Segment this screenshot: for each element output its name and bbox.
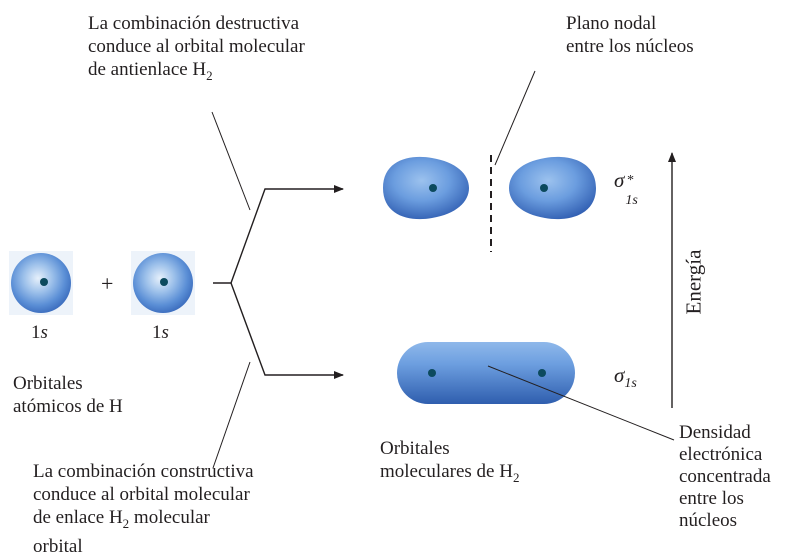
nodal-line-2: entre los núcleos (566, 35, 694, 58)
nodal-line-1: Plano nodal (566, 12, 694, 35)
destructive-line-1: La combinación destructiva (88, 12, 305, 35)
constructive-line-3: de enlace H2 molecular (33, 506, 254, 535)
atomic-line-1: Orbitales (13, 372, 123, 395)
atomic-line-2: atómicos de H (13, 395, 123, 418)
density-line-4: entre los (679, 488, 771, 510)
density-line-2: electrónica (679, 444, 771, 466)
nucleus-icon (538, 369, 546, 377)
energy-axis-label: Energía (682, 250, 707, 315)
leader-lines (212, 71, 674, 468)
nucleus-icon (40, 278, 48, 286)
electron-density-label: Densidad electrónica concentrada entre l… (679, 422, 771, 532)
nucleus-icon (540, 184, 548, 192)
destructive-line-3: de antienlace H2 (88, 58, 305, 87)
destructive-combination-label: La combinación destructiva conduce al or… (88, 12, 305, 87)
nucleus-icon (428, 369, 436, 377)
destructive-line-2: conduce al orbital molecular (88, 35, 305, 58)
antibonding-orbital (383, 155, 596, 252)
atomic-orbital-left (9, 251, 73, 315)
sigma-antibonding-label: σ*1s (614, 168, 642, 193)
constructive-line-1: La combinación constructiva (33, 460, 254, 483)
molecular-line-1: Orbitales (380, 437, 519, 460)
constructive-combination-label: La combinación constructiva conduce al o… (33, 460, 254, 558)
bonding-orbital (397, 342, 575, 404)
molecular-line-2: moleculares de H2 (380, 460, 519, 489)
nucleus-icon (429, 184, 437, 192)
orbital-left-caption: 1s (31, 321, 48, 344)
orbital-right-caption: 1s (152, 321, 169, 344)
nucleus-icon (160, 278, 168, 286)
density-line-5: núcleos (679, 510, 771, 532)
plus-sign: + (101, 271, 113, 297)
constructive-line-4: orbital (33, 535, 254, 558)
atomic-orbitals-label: Orbitales atómicos de H (13, 372, 123, 418)
nodal-plane-label: Plano nodal entre los núcleos (566, 12, 694, 58)
density-line-3: concentrada (679, 466, 771, 488)
molecular-orbitals-label: Orbitales moleculares de H2 (380, 437, 519, 489)
density-line-1: Densidad (679, 422, 771, 444)
combination-arrows (213, 189, 343, 375)
sigma-bonding-label: σ1s (614, 363, 637, 392)
constructive-line-2: conduce al orbital molecular (33, 483, 254, 506)
atomic-orbital-right (131, 251, 195, 315)
